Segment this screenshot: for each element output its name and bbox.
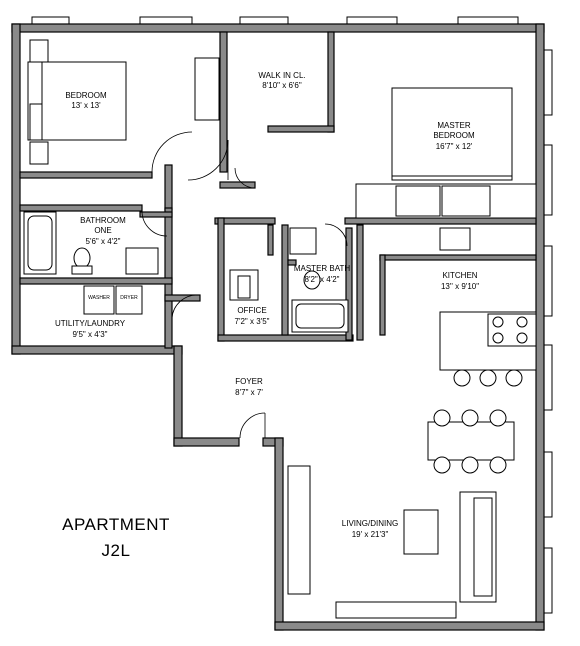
living-furniture (287, 465, 497, 619)
bathroom-one-name-1: BATHROOM (80, 216, 126, 225)
foyer-name: FOYER (235, 377, 263, 386)
walkin-dims: 8'10" x 6'6" (262, 81, 302, 90)
office-name: OFFICE (237, 306, 266, 315)
dryer (115, 285, 143, 315)
bathroom-one-name-2: ONE (94, 226, 111, 235)
doors (141, 131, 348, 439)
title-line-1: APARTMENT (62, 515, 170, 534)
office-furniture (229, 269, 259, 301)
kitchen-name: KITCHEN (442, 271, 477, 280)
living-dims: 19' x 21'3" (352, 530, 389, 539)
dryer-label: DRYER (120, 295, 138, 301)
walkin-name: WALK IN CL. (258, 71, 305, 80)
living-name: LIVING/DINING (342, 519, 398, 528)
apartment-title: APARTMENT J2L (62, 515, 170, 560)
foyer-dims: 8'7" x 7' (235, 388, 263, 397)
master-bedroom-dims: 16'7" x 12' (436, 142, 473, 151)
interior-walls (19, 31, 537, 349)
room-labels: BEDROOM 13' x 13' WALK IN CL. 8'10" x 6'… (55, 71, 479, 539)
bedroom-name: BEDROOM (65, 91, 107, 100)
bathroom-one-fixtures (23, 211, 159, 275)
top-windows (31, 16, 519, 27)
master-bedroom-furniture (355, 87, 537, 219)
master-bedroom-name-2: BEDROOM (433, 131, 475, 140)
washer-label: WASHER (88, 295, 110, 301)
dining-furniture (427, 409, 515, 474)
office-dims: 7'2" x 3'5" (235, 317, 270, 326)
utility-name: UTILITY/LAUNDRY (55, 319, 126, 328)
laundry-appliances (83, 285, 143, 315)
kitchen-dims: 13'' x 9'10" (441, 282, 479, 291)
stove-icon (487, 313, 537, 347)
master-bedroom-name-1: MASTER (437, 121, 471, 130)
master-bath-name: MASTER BATH (294, 264, 351, 273)
bathroom-one-dims: 5'6" x 4'2" (86, 237, 121, 246)
utility-dims: 9'5" x 4'3" (73, 330, 108, 339)
bedroom-dims: 13' x 13' (71, 101, 101, 110)
master-bath-dims: 8'2" x 4'2" (305, 275, 340, 284)
exterior-walls (11, 23, 545, 631)
kitchen-furniture (439, 227, 537, 387)
washer (83, 285, 115, 315)
bedroom-furniture (27, 39, 220, 165)
master-bath-fixtures (289, 227, 349, 333)
title-line-2: J2L (102, 541, 131, 560)
